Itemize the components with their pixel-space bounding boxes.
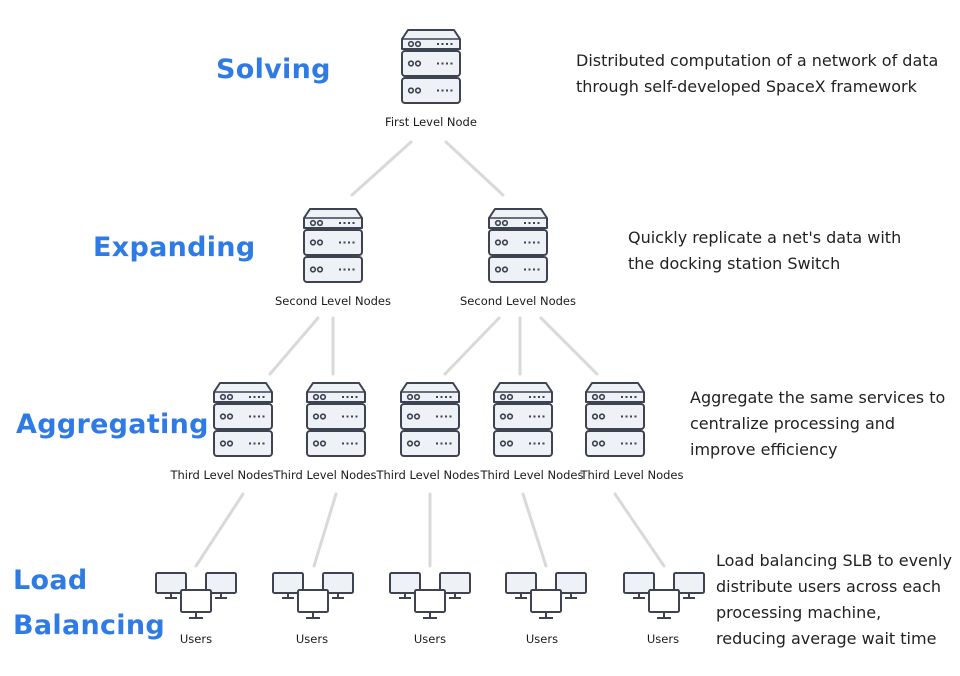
node-label: Users [414,632,446,646]
monitors-icon [155,572,237,619]
server-node-tier3-5: Third Level Nodes [579,382,684,482]
node-label: Users [296,632,328,646]
monitors-icon [272,572,354,619]
monitors-icon [623,572,705,619]
users-node-tier4-3: Users [389,572,471,646]
server-node-tier2-2: Second Level Nodes [460,208,576,308]
users-node-tier4-4: Users [505,572,587,646]
connector-line-5 [443,316,501,376]
monitors-icon [389,572,471,619]
node-label: Users [180,632,212,646]
server-node-tier2-1: Second Level Nodes [275,208,391,308]
node-label: Third Level Nodes [579,468,683,482]
server-icon [585,382,645,457]
node-label: Second Level Nodes [275,294,391,308]
server-icon [493,382,553,457]
connector-line-7 [539,316,599,376]
node-label: Users [526,632,558,646]
tier-description-aggregating: Aggregate the same services to centraliz… [690,388,946,459]
connector-line-11 [521,492,548,568]
server-node-tier3-4: Third Level Nodes [479,382,584,482]
server-icon [213,382,273,457]
node-label: First Level Node [385,115,477,129]
node-label: Third Level Nodes [272,468,376,482]
connector-line-12 [613,492,666,568]
tier-description-load-balancing: Load balancing SLB to evenly distribute … [716,551,952,648]
users-node-tier4-1: Users [155,572,237,646]
tier-description-solving: Distributed computation of a network of … [576,51,939,96]
tier-title-aggregating: Aggregating [16,409,209,440]
tier-title-solving: Solving [216,54,331,85]
node-label: Third Level Nodes [169,468,273,482]
tier-title-load-balancing: Load Balancing [13,565,166,641]
connector-lines [194,140,666,568]
server-node-tier3-2: Third Level Nodes [272,382,377,482]
connector-line-8 [194,492,245,568]
server-icon [488,208,548,283]
node-label: Third Level Nodes [375,468,479,482]
server-icon [401,29,461,104]
server-icon [303,208,363,283]
server-icon [306,382,366,457]
connector-line-3 [268,316,320,376]
tier-description-expanding: Quickly replicate a net's data with the … [628,228,902,273]
node-label: Second Level Nodes [460,294,576,308]
connector-line-9 [312,492,338,568]
server-node-tier3-1: Third Level Nodes [169,382,274,482]
connector-line-2 [444,140,505,197]
users-node-tier4-2: Users [272,572,354,646]
server-node-tier1-1: First Level Node [385,29,477,129]
server-node-tier3-3: Third Level Nodes [375,382,480,482]
node-label: Third Level Nodes [479,468,583,482]
tier-title-expanding: Expanding [93,232,256,263]
monitors-icon [505,572,587,619]
server-icon [400,382,460,457]
connector-line-1 [350,140,413,197]
users-node-tier4-5: Users [623,572,705,646]
node-label: Users [647,632,679,646]
